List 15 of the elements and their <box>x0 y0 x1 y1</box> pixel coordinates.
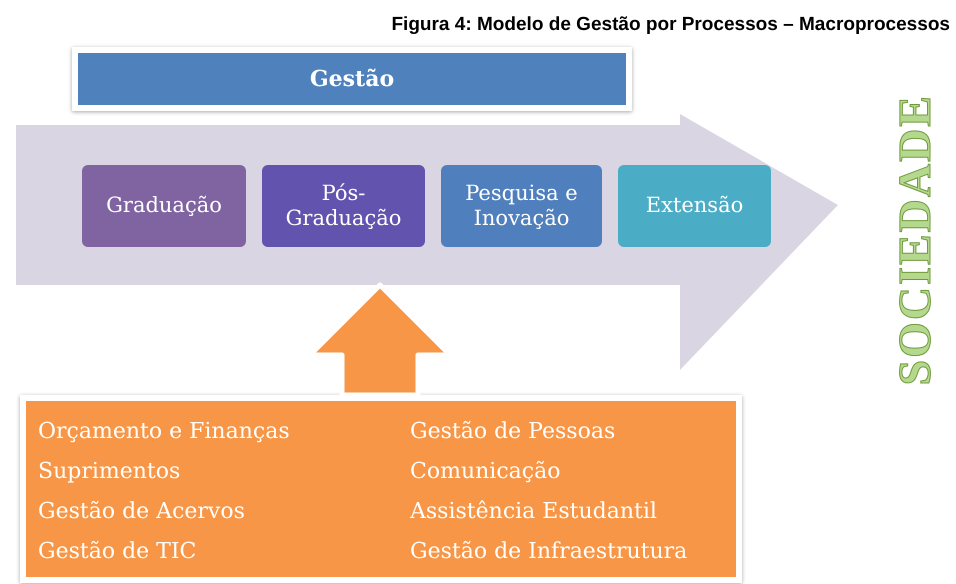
process-name: Gestão de Pessoas <box>410 419 616 444</box>
process-name: Comunicação <box>410 459 560 484</box>
process-name: Orçamento e Finanças <box>38 419 290 444</box>
process-name: Gestão de Infraestrutura <box>410 539 688 564</box>
process-arrow <box>16 114 838 370</box>
process-name: Gestão de TIC <box>38 539 196 564</box>
process-name: Assistência Estudantil <box>410 499 657 524</box>
process-box: Pesquisa e Inovação <box>441 165 602 247</box>
process-box: Extensão <box>618 165 771 247</box>
process-name: Gestão de Acervos <box>38 499 245 524</box>
process-name: Suprimentos <box>38 459 180 484</box>
process-box: Pós-Graduação <box>262 165 425 247</box>
figure-title: Figura 4: Modelo de Gestão por Processos – Macroprocessos <box>391 14 950 36</box>
vertical-label: SOCIEDADE <box>888 94 941 386</box>
process-box: Graduação <box>82 165 246 247</box>
